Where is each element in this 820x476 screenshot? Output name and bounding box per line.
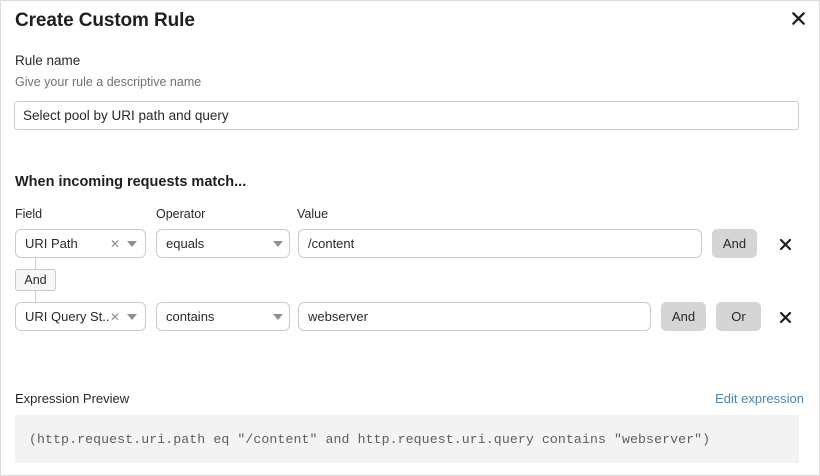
column-header-value: Value <box>297 207 329 221</box>
match-section-heading: When incoming requests match... <box>15 174 247 190</box>
delete-condition-button-2[interactable] <box>775 307 795 327</box>
connector-line-bottom <box>35 291 36 302</box>
clear-x-icon[interactable]: ✕ <box>109 309 120 324</box>
dialog-title: Create Custom Rule <box>15 10 195 31</box>
expression-preview-text: (http.request.uri.path eq "/content" and… <box>29 431 711 447</box>
rule-name-label: Rule name <box>15 53 81 68</box>
chevron-down-icon <box>127 313 137 320</box>
value-input-1[interactable] <box>298 229 702 258</box>
operator-select-2-value: contains <box>166 309 215 324</box>
and-button-1[interactable]: And <box>712 229 757 258</box>
column-header-field: Field <box>15 207 43 221</box>
chevron-down-icon <box>273 313 283 320</box>
operator-select-2[interactable]: contains <box>156 302 290 331</box>
delete-condition-button-1[interactable] <box>775 234 795 254</box>
expression-preview-box: (http.request.uri.path eq "/content" and… <box>15 415 799 463</box>
and-button-2[interactable]: And <box>661 302 706 331</box>
field-select-1-value: URI Path <box>25 236 78 251</box>
value-input-2[interactable] <box>298 302 651 331</box>
close-icon[interactable] <box>787 7 809 29</box>
clear-x-icon[interactable]: ✕ <box>109 236 120 251</box>
column-header-operator: Operator <box>156 207 206 221</box>
field-select-1[interactable]: URI Path ✕ <box>15 229 146 258</box>
connector-line-top <box>35 258 36 269</box>
operator-select-1[interactable]: equals <box>156 229 290 258</box>
field-select-2-value: URI Query St... <box>25 309 110 324</box>
expression-preview-label: Expression Preview <box>15 391 130 406</box>
group-connector-and[interactable]: And <box>15 269 56 291</box>
chevron-down-icon <box>127 240 137 247</box>
or-button-2[interactable]: Or <box>716 302 761 331</box>
rule-name-hint: Give your rule a descriptive name <box>15 75 202 89</box>
rule-name-input[interactable] <box>14 101 799 130</box>
field-select-2[interactable]: URI Query St... ✕ <box>15 302 146 331</box>
chevron-down-icon <box>273 240 283 247</box>
edit-expression-link[interactable]: Edit expression <box>715 391 804 406</box>
operator-select-1-value: equals <box>166 236 205 251</box>
